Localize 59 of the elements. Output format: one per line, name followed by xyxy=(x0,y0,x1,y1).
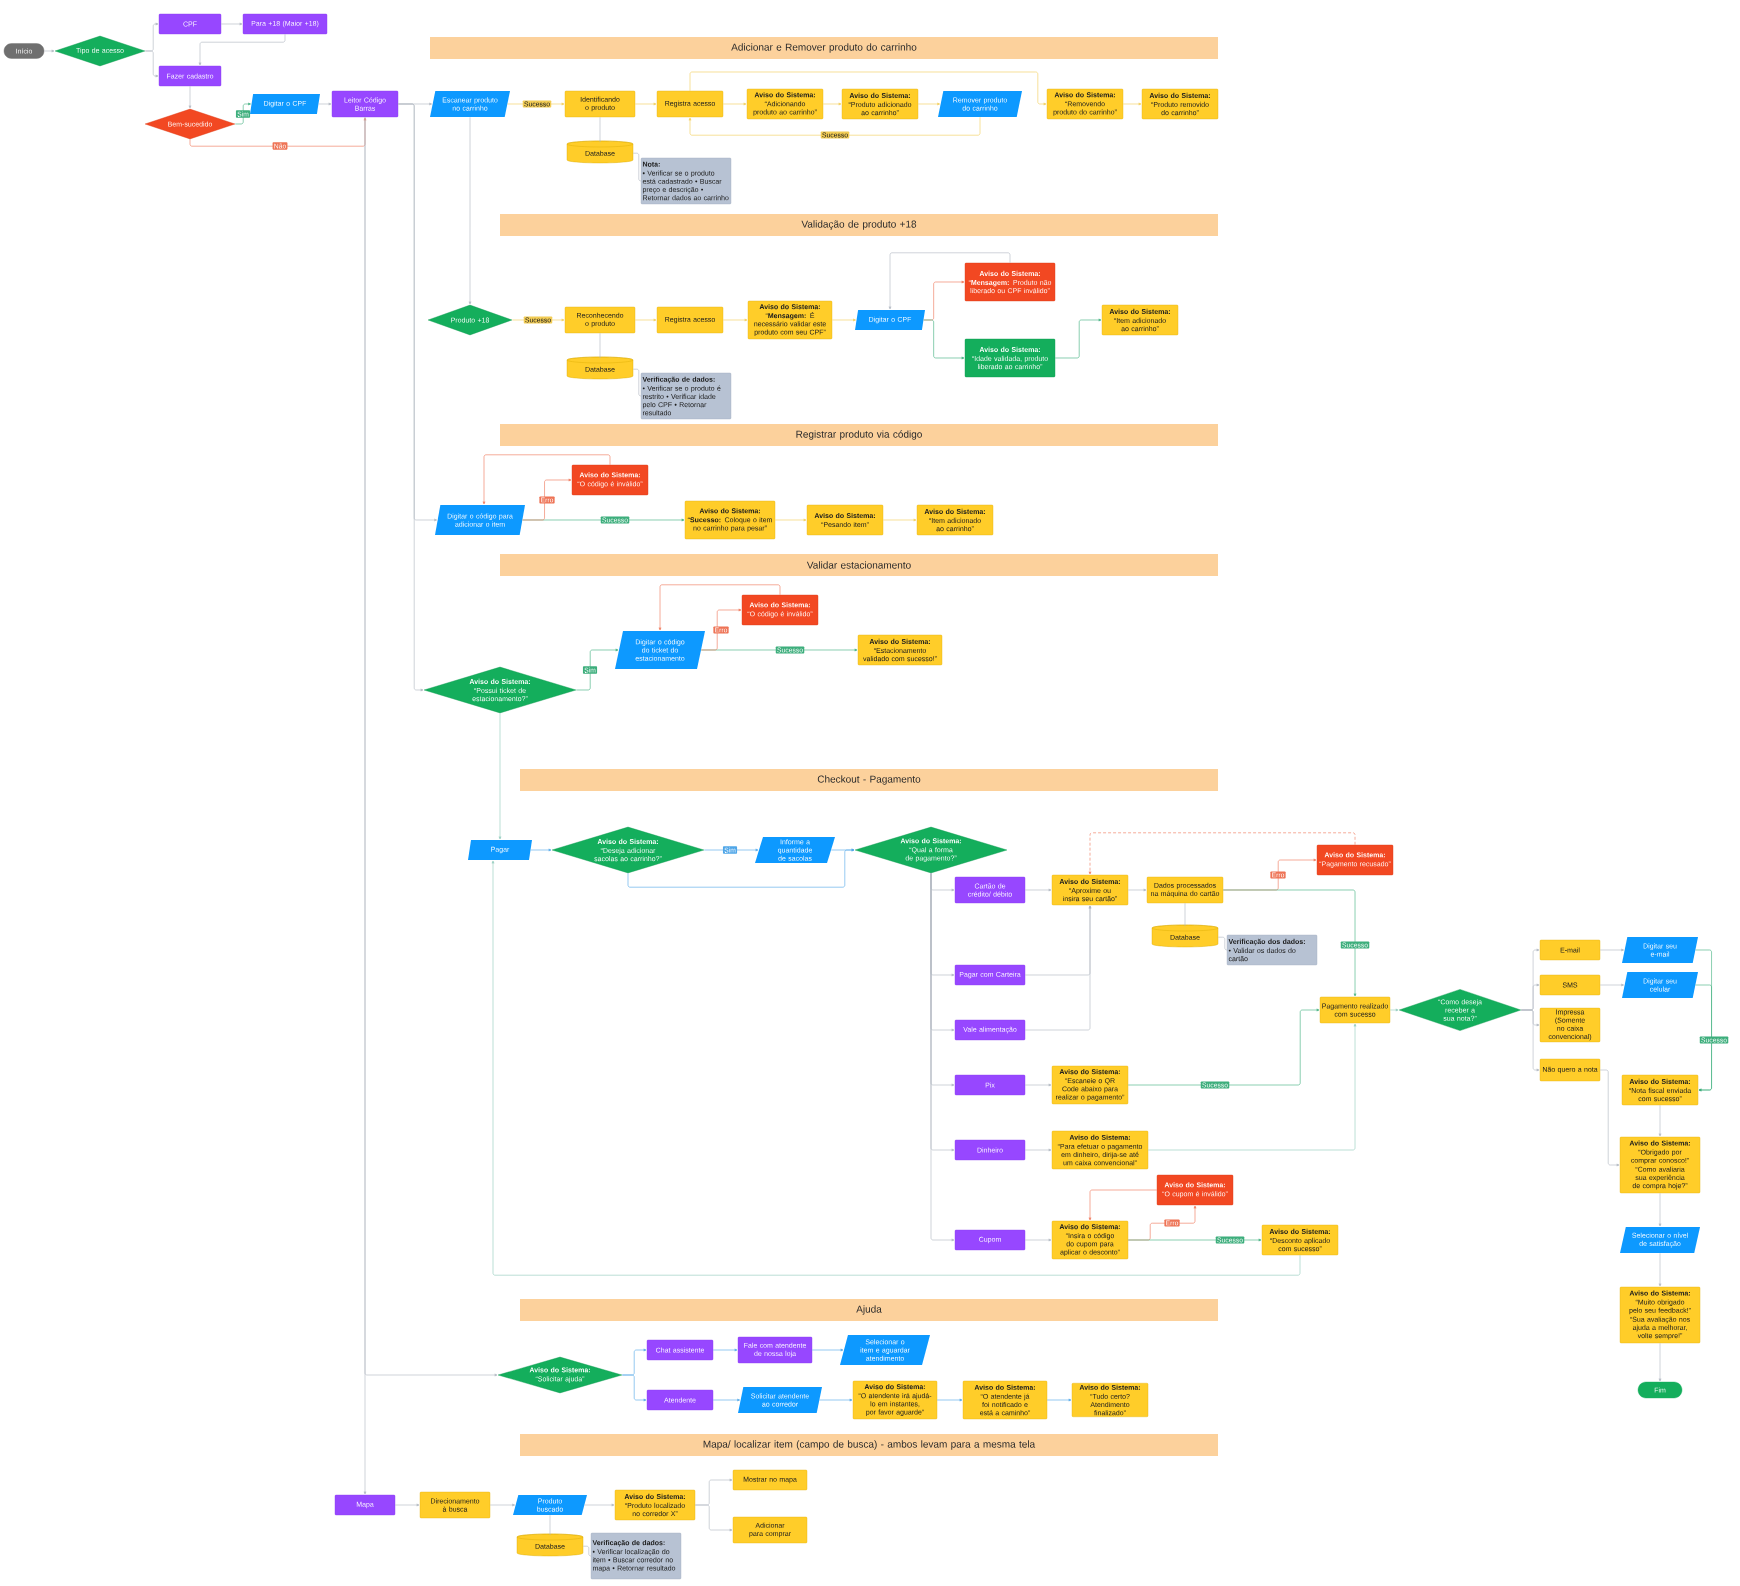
section-band: Validar estacionamento xyxy=(500,554,1218,576)
arrow xyxy=(634,102,657,106)
arrow xyxy=(831,318,856,322)
arrow xyxy=(917,102,940,106)
arrow xyxy=(689,71,1047,106)
arrow xyxy=(491,860,1301,1276)
section-band: Registrar produto via código xyxy=(500,424,1218,446)
connector-line xyxy=(582,1545,592,1557)
arrow xyxy=(712,1348,738,1352)
arrow xyxy=(888,252,1011,310)
arrow xyxy=(198,33,286,66)
arrow xyxy=(700,608,742,651)
section-band: Validação de produto +18 xyxy=(500,214,1218,236)
arrow xyxy=(234,102,251,125)
arrow xyxy=(144,50,159,78)
arrow xyxy=(575,648,619,691)
arrow xyxy=(43,49,55,53)
arrow xyxy=(482,454,611,505)
arrow xyxy=(811,1348,844,1352)
arrow xyxy=(397,103,424,692)
arrow xyxy=(774,518,807,522)
section-band: Mapa/ localizar item (campo de busca) - ambos levam para a mesma tela xyxy=(520,1434,1218,1456)
arrow xyxy=(634,318,657,322)
arrow xyxy=(522,478,572,521)
arrow xyxy=(1088,1189,1158,1221)
arrow xyxy=(694,1504,733,1532)
arrow xyxy=(658,584,781,631)
arrow xyxy=(1054,318,1102,359)
connector-line xyxy=(632,368,642,397)
arrow xyxy=(1147,1023,1357,1151)
arrow xyxy=(722,102,747,106)
arrow xyxy=(1695,984,1712,1092)
arrow xyxy=(1122,102,1142,106)
arrow xyxy=(930,872,955,1242)
arrow xyxy=(936,1398,963,1402)
section-band: Ajuda xyxy=(520,1299,1218,1321)
arrow xyxy=(703,848,759,852)
section-band: Adicionar e Remover produto do carrinho xyxy=(430,37,1218,59)
section-band: Checkout - Pagamento xyxy=(520,769,1218,791)
arrow xyxy=(621,1374,647,1402)
connector-line xyxy=(1217,936,1228,951)
arrow xyxy=(530,848,552,852)
arrow xyxy=(722,318,748,322)
arrow xyxy=(627,848,855,888)
arrow xyxy=(1389,1008,1399,1012)
arrow xyxy=(1024,905,1092,1031)
arrow xyxy=(819,1398,853,1402)
arrow xyxy=(923,319,965,360)
arrow xyxy=(1222,889,1357,997)
arrow xyxy=(1520,1009,1540,1072)
arrow xyxy=(498,712,502,840)
arrow xyxy=(882,518,917,522)
arrow xyxy=(1046,1398,1072,1402)
arrow xyxy=(712,1398,740,1402)
connector-line xyxy=(632,152,642,182)
arrow xyxy=(822,102,842,106)
arrow xyxy=(1127,1008,1320,1086)
arrow xyxy=(363,116,367,1495)
arrow xyxy=(1599,1069,1620,1167)
